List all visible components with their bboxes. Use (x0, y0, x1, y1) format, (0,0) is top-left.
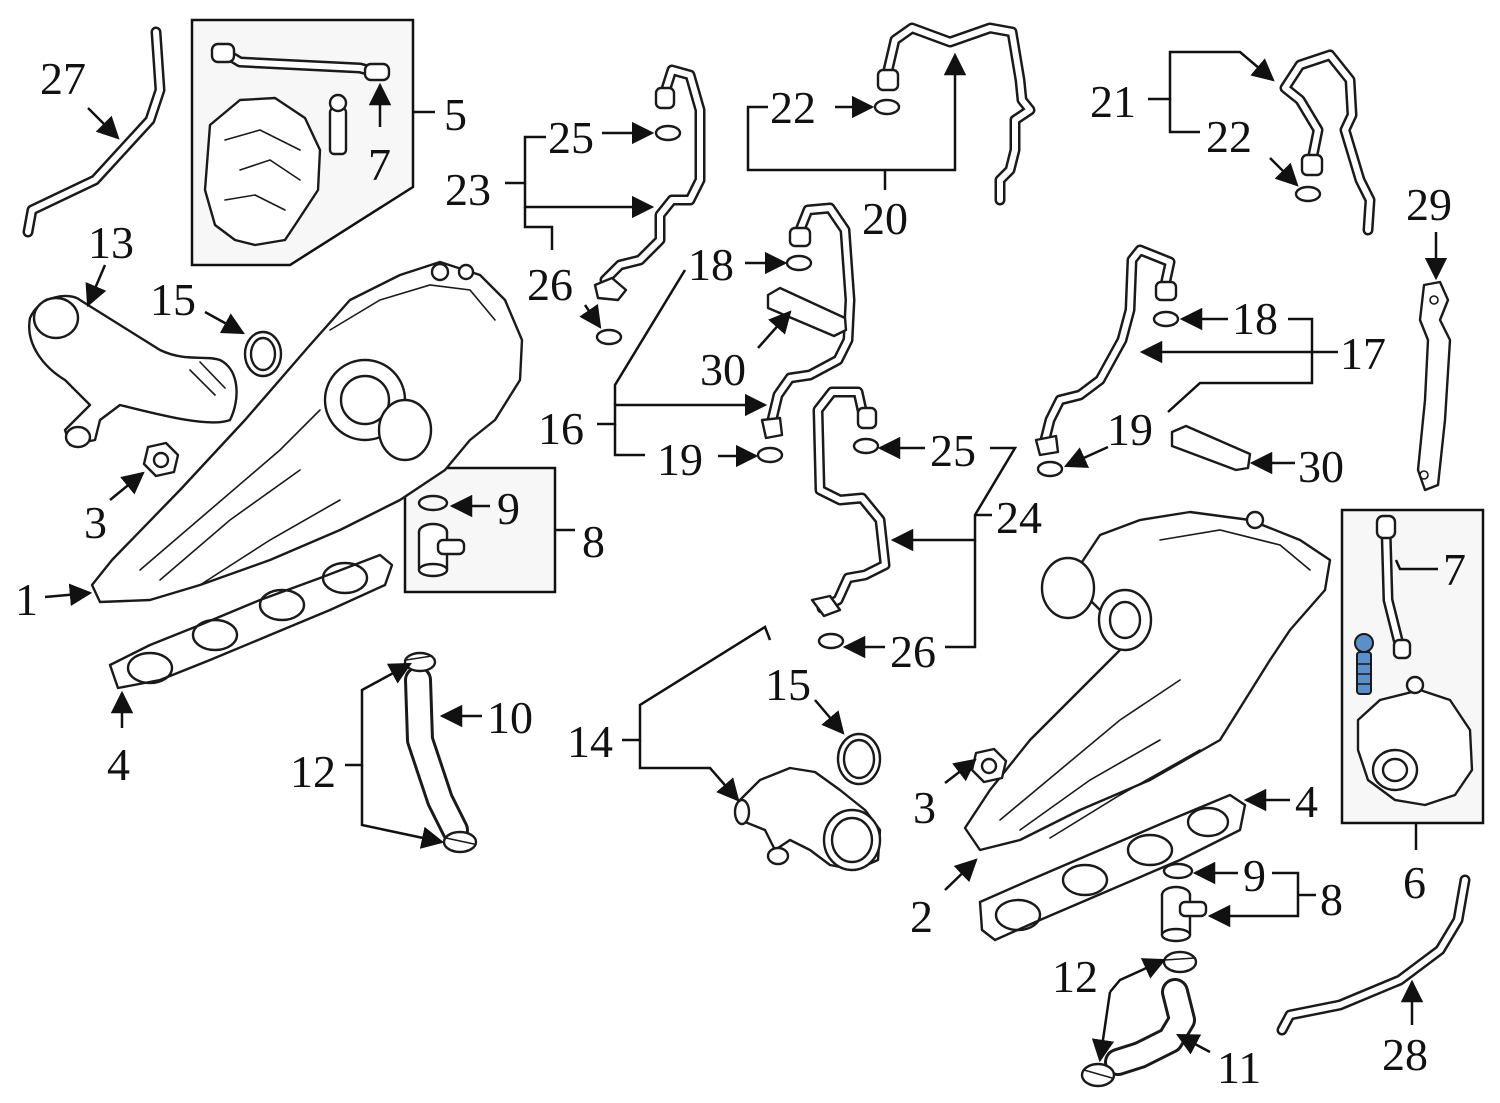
part-14-outlet-elbow (733, 766, 882, 872)
part-12-clamp-upper-right (1162, 950, 1198, 974)
part-5-actuator (203, 42, 391, 247)
part-7-rod-right (1375, 514, 1412, 660)
part-18-seal-right (1152, 310, 1180, 328)
part-16-oil-line (760, 202, 856, 440)
part-22-seal-top-center (873, 98, 901, 116)
callout-30-center: 30 (700, 344, 746, 395)
callout-12-right: 12 (1052, 951, 1098, 1002)
part-26-seal-top (595, 328, 623, 346)
callout-22-top-right: 22 (1206, 111, 1252, 162)
callout-18-center: 18 (688, 239, 734, 290)
part-19-seal-right (1036, 460, 1064, 478)
part-13-intake-pipe (28, 294, 238, 449)
callout-12-left: 12 (290, 746, 336, 797)
callout-25-center: 25 (930, 425, 976, 476)
part-12-clamp-lower-left (442, 830, 478, 854)
part-30-clip-right (1170, 424, 1252, 472)
part-4-gasket-right (978, 793, 1247, 942)
part-6-actuator (1356, 675, 1474, 807)
callout-24: 24 (996, 492, 1042, 543)
part-30-clip-center (766, 286, 848, 338)
callout-17: 17 (1340, 328, 1386, 379)
callout-4-right: 4 (1295, 776, 1318, 827)
callout-labels: 27 13 15 3 1 4 5 7 9 8 12 10 23 25 26 22… (15, 53, 1466, 1093)
part-15-oring-top-inner (249, 336, 277, 372)
callout-8-right: 8 (1320, 874, 1343, 925)
callout-22-top-center: 22 (770, 82, 816, 133)
part-26-seal-center (817, 632, 845, 650)
part-15-oring-top (243, 330, 283, 378)
part-27-tube (22, 26, 166, 238)
part-24-oil-line (810, 386, 891, 618)
callout-19-right: 19 (1107, 404, 1153, 455)
part-8-connector-right (1160, 885, 1208, 943)
callout-29: 29 (1406, 179, 1452, 230)
part-17-oil-line (1034, 244, 1178, 457)
part-12-clamp-upper-left (403, 651, 437, 673)
callout-4-left: 4 (107, 739, 130, 790)
part-10-hose-left (404, 666, 469, 844)
callout-7-right: 7 (1443, 544, 1466, 595)
part-7-bolt-highlighted (1354, 633, 1374, 695)
callout-26-top: 26 (527, 259, 573, 310)
callout-20: 20 (862, 193, 908, 244)
part-15-oring-bottom-inner (842, 738, 876, 780)
callout-3-right: 3 (913, 782, 936, 833)
callout-3-left: 3 (84, 497, 107, 548)
part-18-seal-center (785, 254, 813, 272)
part-22-seal-top-right (1294, 185, 1322, 203)
callout-28: 28 (1382, 1029, 1428, 1080)
callout-13: 13 (88, 217, 134, 268)
part-3-nut-right (970, 747, 1008, 784)
callout-9-left: 9 (497, 483, 520, 534)
leader-lines (44, 50, 1448, 1063)
callout-7-top: 7 (368, 139, 391, 190)
callout-26-center: 26 (890, 626, 936, 677)
callout-21: 21 (1090, 76, 1136, 127)
callout-8-left: 8 (582, 516, 605, 567)
callout-18-right: 18 (1232, 293, 1278, 344)
part-29-bracket (1416, 280, 1452, 492)
callout-30-right: 30 (1298, 441, 1344, 492)
callout-6: 6 (1403, 857, 1426, 908)
callout-23: 23 (445, 164, 491, 215)
part-25-seal-center (852, 437, 880, 455)
callout-14: 14 (567, 716, 613, 767)
part-19-seal-center (756, 446, 784, 464)
callout-15-bottom: 15 (765, 659, 811, 710)
callout-11: 11 (1217, 1042, 1261, 1093)
callout-15-top: 15 (150, 274, 196, 325)
part-28-tube (1276, 874, 1471, 1036)
callout-19-center: 19 (657, 434, 703, 485)
part-9-seal-right (1162, 862, 1194, 880)
part-9-seal-left (417, 494, 449, 512)
callout-2: 2 (910, 891, 933, 942)
part-21-oil-line (1279, 49, 1376, 236)
callout-10: 10 (487, 692, 533, 743)
callout-25-top: 25 (548, 112, 594, 163)
callout-16: 16 (538, 403, 584, 454)
part-12-clamp-lower-right (1080, 1062, 1116, 1088)
part-4-gasket-left (108, 553, 394, 690)
callout-27: 27 (40, 53, 86, 104)
part-8-connector-left (417, 522, 466, 578)
callout-9-right: 9 (1243, 850, 1266, 901)
part-20-oil-line (876, 22, 1036, 206)
part-11-hose-right (1104, 978, 1196, 1076)
callout-5: 5 (444, 89, 467, 140)
part-2-turbocharger-right (963, 510, 1332, 852)
part-3-nut-left (142, 441, 180, 478)
callout-1: 1 (15, 574, 38, 625)
part-1-turbocharger-left (90, 260, 524, 604)
part-25-seal-top (654, 124, 682, 142)
part-15-oring-bottom (836, 732, 882, 786)
part-23-oil-line (593, 64, 706, 302)
